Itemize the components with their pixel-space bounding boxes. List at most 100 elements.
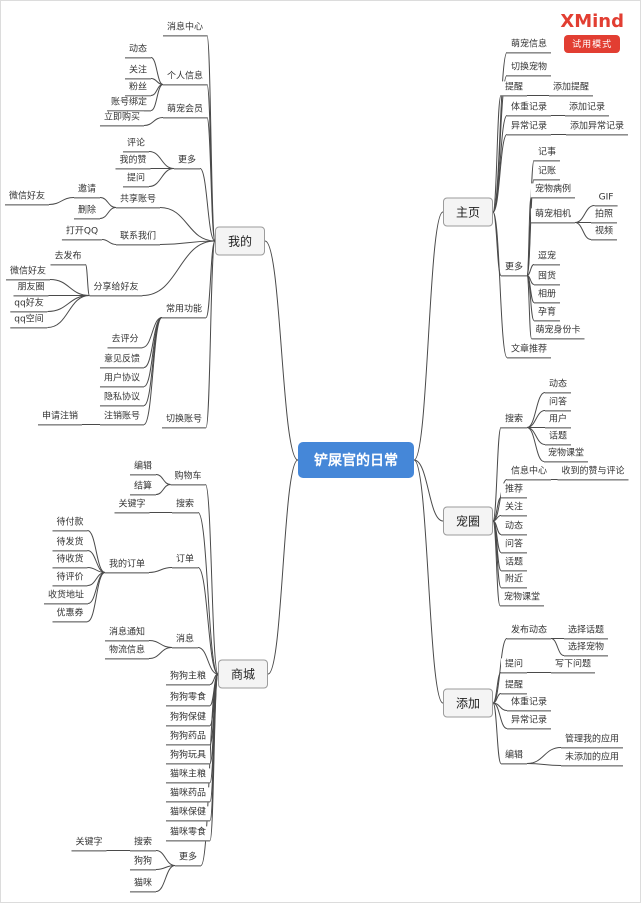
subtopic[interactable]: 添加提醒 bbox=[548, 81, 594, 97]
subtopic[interactable]: 收到的赞与评论 bbox=[557, 465, 629, 481]
subtopic[interactable]: 猫咪 bbox=[129, 877, 157, 893]
subtopic[interactable]: 常用功能 bbox=[161, 303, 207, 319]
subtopic[interactable]: 微信好友 bbox=[5, 265, 51, 281]
subtopic[interactable]: 打开QQ bbox=[61, 225, 103, 241]
subtopic[interactable]: 体重记录 bbox=[506, 696, 552, 712]
subtopic[interactable]: 信息中心 bbox=[506, 465, 552, 481]
topic-central[interactable]: 铲屎官的日常 bbox=[298, 442, 414, 478]
subtopic[interactable]: 待评价 bbox=[52, 571, 88, 587]
subtopic[interactable]: 消息通知 bbox=[104, 626, 150, 642]
subtopic[interactable]: 添加记录 bbox=[564, 101, 610, 117]
subtopic[interactable]: 意见反馈 bbox=[99, 353, 145, 369]
subtopic[interactable]: 去发布 bbox=[50, 250, 86, 266]
subtopic[interactable]: 选择话题 bbox=[563, 624, 609, 640]
subtopic[interactable]: 朋友圈 bbox=[13, 281, 49, 297]
subtopic[interactable]: 删除 bbox=[73, 204, 101, 220]
subtopic[interactable]: 更多 bbox=[174, 851, 202, 867]
subtopic[interactable]: 萌宠身份卡 bbox=[531, 324, 585, 340]
subtopic[interactable]: 编辑 bbox=[500, 749, 528, 765]
subtopic[interactable]: GIF bbox=[594, 191, 618, 207]
subtopic[interactable]: 异常记录 bbox=[506, 714, 552, 730]
subtopic[interactable]: 狗狗玩具 bbox=[165, 749, 211, 765]
subtopic[interactable]: 记事 bbox=[533, 146, 561, 162]
subtopic[interactable]: 联系我们 bbox=[115, 230, 161, 246]
subtopic[interactable]: 去评分 bbox=[107, 333, 143, 349]
subtopic[interactable]: 物流信息 bbox=[104, 644, 150, 660]
subtopic[interactable]: 宠物课堂 bbox=[543, 447, 589, 463]
subtopic[interactable]: 萌宠会员 bbox=[162, 103, 208, 119]
subtopic[interactable]: 账号绑定 bbox=[106, 96, 152, 112]
subtopic[interactable]: 附近 bbox=[500, 573, 528, 589]
subtopic[interactable]: 猫咪零食 bbox=[165, 826, 211, 842]
subtopic[interactable]: 话题 bbox=[544, 430, 572, 446]
subtopic[interactable]: 添加异常记录 bbox=[565, 120, 629, 136]
subtopic[interactable]: qq好友 bbox=[10, 297, 48, 313]
subtopic[interactable]: 狗狗 bbox=[129, 855, 157, 871]
subtopic[interactable]: 文章推荐 bbox=[506, 343, 552, 359]
subtopic[interactable]: 购物车 bbox=[170, 470, 206, 486]
subtopic[interactable]: 提醒 bbox=[500, 679, 528, 695]
subtopic[interactable]: 拍照 bbox=[590, 208, 618, 224]
subtopic[interactable]: 注销账号 bbox=[99, 410, 145, 426]
subtopic[interactable]: 问答 bbox=[500, 538, 528, 554]
subtopic[interactable]: 搜索 bbox=[129, 836, 157, 852]
subtopic[interactable]: 申请注销 bbox=[37, 410, 83, 426]
subtopic[interactable]: 提醒 bbox=[500, 81, 528, 97]
subtopic[interactable]: 相册 bbox=[533, 288, 561, 304]
subtopic[interactable]: 异常记录 bbox=[506, 120, 552, 136]
subtopic[interactable]: 萌宠信息 bbox=[506, 38, 552, 54]
subtopic[interactable]: 写下问题 bbox=[550, 658, 596, 674]
subtopic[interactable]: 评论 bbox=[122, 137, 150, 153]
subtopic[interactable]: 体重记录 bbox=[506, 101, 552, 117]
subtopic[interactable]: 切换账号 bbox=[161, 413, 207, 429]
subtopic[interactable]: 我的订单 bbox=[104, 558, 150, 574]
subtopic[interactable]: 提问 bbox=[122, 172, 150, 188]
subtopic[interactable]: 待发货 bbox=[52, 536, 88, 552]
topic-mine[interactable]: 我的 bbox=[214, 226, 266, 256]
subtopic[interactable]: 更多 bbox=[173, 154, 201, 170]
subtopic[interactable]: 编辑 bbox=[129, 460, 157, 476]
subtopic[interactable]: 猫咪药品 bbox=[165, 787, 211, 803]
subtopic[interactable]: 记账 bbox=[533, 165, 561, 181]
subtopic[interactable]: 狗狗主粮 bbox=[165, 670, 211, 686]
subtopic[interactable]: 用户协议 bbox=[99, 372, 145, 388]
subtopic[interactable]: 宠物病例 bbox=[530, 183, 576, 199]
subtopic[interactable]: 共享账号 bbox=[115, 193, 161, 209]
subtopic[interactable]: 关注 bbox=[124, 64, 152, 80]
subtopic[interactable]: 动态 bbox=[124, 43, 152, 59]
subtopic[interactable]: 用户 bbox=[544, 413, 572, 429]
subtopic[interactable]: 发布动态 bbox=[506, 624, 552, 640]
subtopic[interactable]: 动态 bbox=[500, 520, 528, 536]
subtopic[interactable]: 立即购买 bbox=[99, 111, 145, 127]
subtopic[interactable]: 分享给好友 bbox=[89, 281, 143, 297]
subtopic[interactable]: 话题 bbox=[500, 556, 528, 572]
subtopic[interactable]: 管理我的应用 bbox=[560, 733, 624, 749]
subtopic[interactable]: 隐私协议 bbox=[99, 391, 145, 407]
subtopic[interactable]: 结算 bbox=[129, 480, 157, 496]
topic-mall[interactable]: 商城 bbox=[217, 659, 269, 689]
topic-home[interactable]: 主页 bbox=[442, 197, 494, 227]
subtopic[interactable]: 微信好友 bbox=[4, 190, 50, 206]
topic-pet-circle[interactable]: 宠圈 bbox=[442, 506, 494, 536]
subtopic[interactable]: 消息中心 bbox=[162, 21, 208, 37]
subtopic[interactable]: 逗宠 bbox=[533, 250, 561, 266]
subtopic[interactable]: 狗狗保健 bbox=[165, 711, 211, 727]
subtopic[interactable]: 订单 bbox=[171, 553, 199, 569]
subtopic[interactable]: 萌宠相机 bbox=[530, 208, 576, 224]
subtopic[interactable]: 囤货 bbox=[533, 270, 561, 286]
subtopic[interactable]: 待收货 bbox=[52, 553, 88, 569]
subtopic[interactable]: 关键字 bbox=[71, 836, 107, 852]
subtopic[interactable]: 更多 bbox=[500, 261, 528, 277]
subtopic[interactable]: 关注 bbox=[500, 501, 528, 517]
subtopic[interactable]: qq空间 bbox=[10, 313, 48, 329]
subtopic[interactable]: 猫咪主粮 bbox=[165, 768, 211, 784]
subtopic[interactable]: 狗狗药品 bbox=[165, 730, 211, 746]
topic-add[interactable]: 添加 bbox=[442, 688, 494, 718]
subtopic[interactable]: 切换宠物 bbox=[506, 61, 552, 77]
subtopic[interactable]: 待付款 bbox=[52, 516, 88, 532]
subtopic[interactable]: 优惠券 bbox=[52, 607, 88, 623]
subtopic[interactable]: 问答 bbox=[544, 396, 572, 412]
subtopic[interactable]: 粉丝 bbox=[124, 81, 152, 97]
subtopic[interactable]: 猫咪保健 bbox=[165, 806, 211, 822]
subtopic[interactable]: 搜索 bbox=[500, 413, 528, 429]
